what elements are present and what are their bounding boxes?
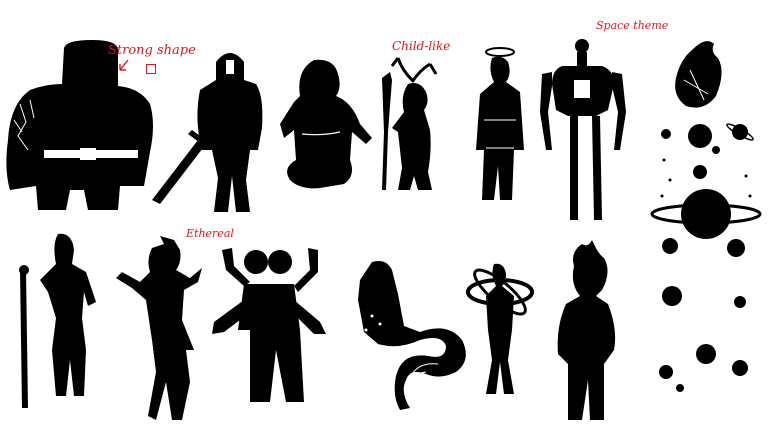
ringed-woman-silhouette [466,263,534,394]
arrow-icon [119,59,129,71]
space-planets-silhouette [650,41,762,392]
annotation-ethereal: Ethereal [186,227,234,240]
annotation-strong-shape: Strong shape [108,43,196,58]
seated-woman-silhouette [280,59,372,189]
brute-silhouette [6,40,154,210]
ethereal-figure-silhouette [116,236,202,420]
annotation-child-like: Child-like [392,39,451,53]
haloed-woman-silhouette [476,47,524,200]
woman-staff-silhouette [19,233,96,408]
robot-silhouette [540,39,626,220]
antlered-child-silhouette [382,57,438,190]
annotation-space-theme: Space theme [596,19,669,32]
square-icon [146,64,156,74]
four-armed-figure-silhouette [212,248,326,402]
flame-haired-figure-silhouette [557,240,616,420]
serpent-woman-silhouette [358,261,466,410]
knight-silhouette [152,53,263,212]
